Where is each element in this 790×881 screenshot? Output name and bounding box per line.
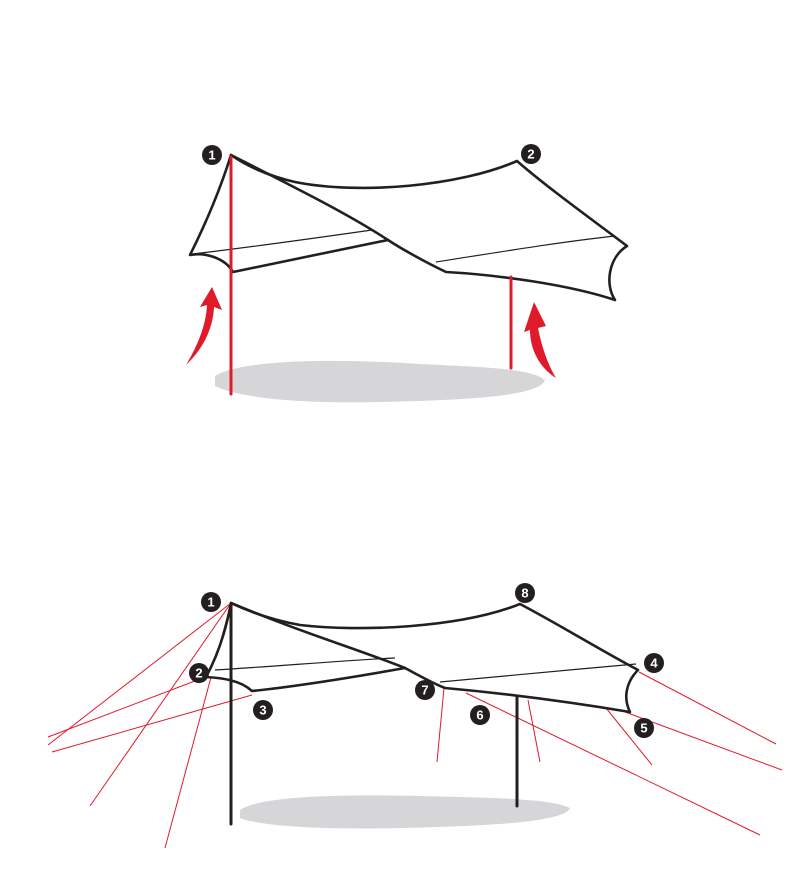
raise-arrow-left-icon (186, 287, 222, 365)
svg-text:2: 2 (527, 147, 534, 162)
top-diagram: 1 2 (186, 144, 629, 403)
top-ground-shadow (215, 360, 545, 403)
bottom-diagram: 1 2 3 4 5 6 7 8 (47, 583, 783, 849)
bottom-badge-5: 5 (634, 718, 654, 738)
svg-text:2: 2 (195, 666, 202, 681)
bottom-badge-7: 7 (415, 680, 435, 700)
bottom-tarp-diagonal (229, 601, 407, 670)
bottom-badge-6: 6 (470, 705, 490, 725)
guy-line (605, 707, 653, 766)
svg-text:4: 4 (650, 656, 658, 671)
guy-line (527, 699, 541, 763)
top-tarp-fold-right (435, 235, 616, 263)
guy-line (47, 675, 209, 738)
guy-line (465, 692, 761, 836)
guy-line (51, 694, 253, 753)
svg-text:6: 6 (476, 708, 483, 723)
raise-arrow-right-icon (524, 302, 556, 378)
top-tarp (188, 153, 629, 302)
svg-text:8: 8 (521, 586, 528, 601)
bottom-tarp (204, 601, 640, 714)
bottom-ground-shadow (240, 795, 570, 829)
svg-text:1: 1 (207, 595, 214, 610)
top-badge-2: 2 (521, 144, 541, 164)
guy-line (89, 602, 232, 807)
svg-text:7: 7 (421, 683, 428, 698)
bottom-badge-3: 3 (253, 700, 273, 720)
bottom-badge-4: 4 (644, 653, 664, 673)
bottom-badge-8: 8 (515, 583, 535, 603)
svg-text:3: 3 (259, 703, 266, 718)
bottom-badge-1: 1 (201, 592, 221, 612)
top-badge-1: 1 (202, 145, 222, 165)
guy-line (638, 671, 777, 745)
bottom-badge-2: 2 (189, 663, 209, 683)
bottom-tarp-fold-right (439, 663, 637, 683)
svg-text:1: 1 (208, 148, 215, 163)
guy-line (436, 687, 445, 763)
top-tarp-diagonal (229, 153, 390, 242)
top-tarp-fold-left (192, 229, 373, 255)
svg-text:5: 5 (640, 721, 647, 736)
guy-line (47, 602, 232, 746)
